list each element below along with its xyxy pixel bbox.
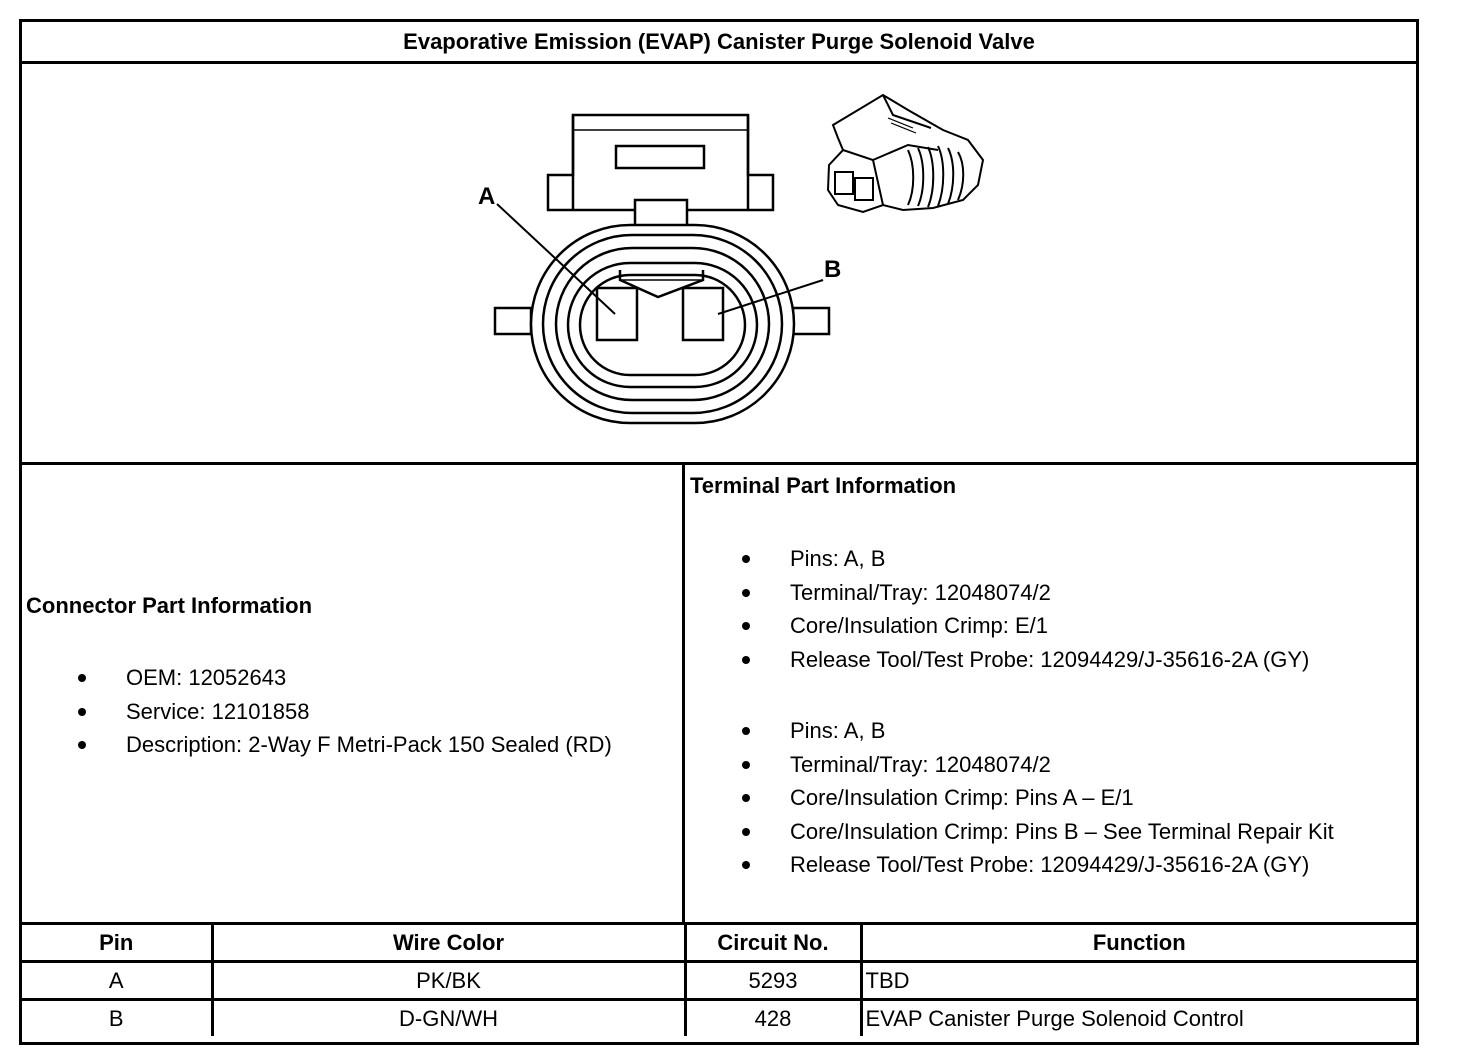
list-item: Core/Insulation Crimp: Pins B – See Term… <box>742 815 1334 849</box>
bullet-icon <box>78 674 86 682</box>
pin-a-label: A <box>478 183 495 210</box>
header-pin: Pin <box>22 922 214 963</box>
cavity-b <box>681 286 725 342</box>
bullet-icon <box>742 794 750 802</box>
cell-function: TBD <box>859 960 1416 1001</box>
pin-b-label: B <box>824 256 841 283</box>
terminal-info-list-2: Pins: A, B Terminal/Tray: 12048074/2 Cor… <box>742 714 1334 882</box>
list-item: Core/Insulation Crimp: Pins A – E/1 <box>742 781 1334 815</box>
list-item: Core/Insulation Crimp: E/1 <box>742 609 1309 643</box>
callout-a-line <box>496 203 616 315</box>
header-circuit-no: Circuit No. <box>683 922 863 963</box>
bullet-icon <box>742 827 750 836</box>
connector-info-column: Connector Part Information OEM: 12052643… <box>22 465 685 922</box>
cell-pin: B <box>22 998 214 1036</box>
connector-body <box>529 223 796 425</box>
table-row: B D-GN/WH 428 EVAP Canister Purge Soleno… <box>22 998 1416 1036</box>
list-item: Release Tool/Test Probe: 12094429/J-3561… <box>742 643 1309 677</box>
right-tab <box>791 306 831 336</box>
table-row: A PK/BK 5293 TBD <box>22 960 1416 1001</box>
list-item: OEM: 12052643 <box>78 661 612 695</box>
cavity-a <box>595 286 639 342</box>
list-item: Terminal/Tray: 12048074/2 <box>742 748 1334 782</box>
list-item: Description: 2-Way F Metri-Pack 150 Seal… <box>78 728 612 762</box>
cell-circuit-no: 428 <box>683 998 863 1036</box>
connector-info-list: OEM: 12052643 Service: 12101858 Descript… <box>78 661 612 762</box>
bullet-icon <box>742 622 750 630</box>
bullet-icon <box>78 707 86 716</box>
terminal-info-heading: Terminal Part Information <box>690 473 957 498</box>
table-header-row: Pin Wire Color Circuit No. Function <box>22 922 1416 963</box>
part-info-section: Connector Part Information OEM: 12052643… <box>22 465 1416 922</box>
pinout-table: Pin Wire Color Circuit No. Function A PK… <box>22 922 1416 1036</box>
page-title: Evaporative Emission (EVAP) Canister Pur… <box>22 22 1416 64</box>
list-item: Pins: A, B <box>742 542 1309 576</box>
terminal-info-list-1: Pins: A, B Terminal/Tray: 12048074/2 Cor… <box>742 542 1309 677</box>
cell-circuit-no: 5293 <box>683 960 863 1001</box>
connector-photo-icon <box>826 93 985 214</box>
cell-function: EVAP Canister Purge Solenoid Control <box>859 998 1416 1036</box>
connector-diagram: A B <box>478 93 985 425</box>
bullet-icon <box>742 861 750 869</box>
cell-wire-color: D-GN/WH <box>210 998 687 1036</box>
cell-wire-color: PK/BK <box>210 960 687 1001</box>
bullet-icon <box>742 760 750 769</box>
left-tab <box>493 306 533 336</box>
connector-frame: Evaporative Emission (EVAP) Canister Pur… <box>19 19 1419 1045</box>
bullet-icon <box>742 655 750 664</box>
header-function: Function <box>859 922 1416 963</box>
list-item: Terminal/Tray: 12048074/2 <box>742 576 1309 610</box>
bullet-icon <box>742 588 750 597</box>
connector-info-heading: Connector Part Information <box>26 593 313 618</box>
latch-window <box>614 144 706 170</box>
diagram-area: A B <box>22 64 1416 465</box>
bullet-icon <box>78 741 86 749</box>
list-item: Pins: A, B <box>742 714 1334 748</box>
header-wire-color: Wire Color <box>210 922 687 963</box>
bullet-icon <box>742 555 750 563</box>
cell-pin: A <box>22 960 214 1001</box>
list-item: Service: 12101858 <box>78 695 612 729</box>
callout-b-line <box>717 279 824 315</box>
bullet-icon <box>742 727 750 735</box>
terminal-info-column: Terminal Part Information Pins: A, B Ter… <box>685 465 1416 922</box>
list-item: Release Tool/Test Probe: 12094429/J-3561… <box>742 848 1334 882</box>
